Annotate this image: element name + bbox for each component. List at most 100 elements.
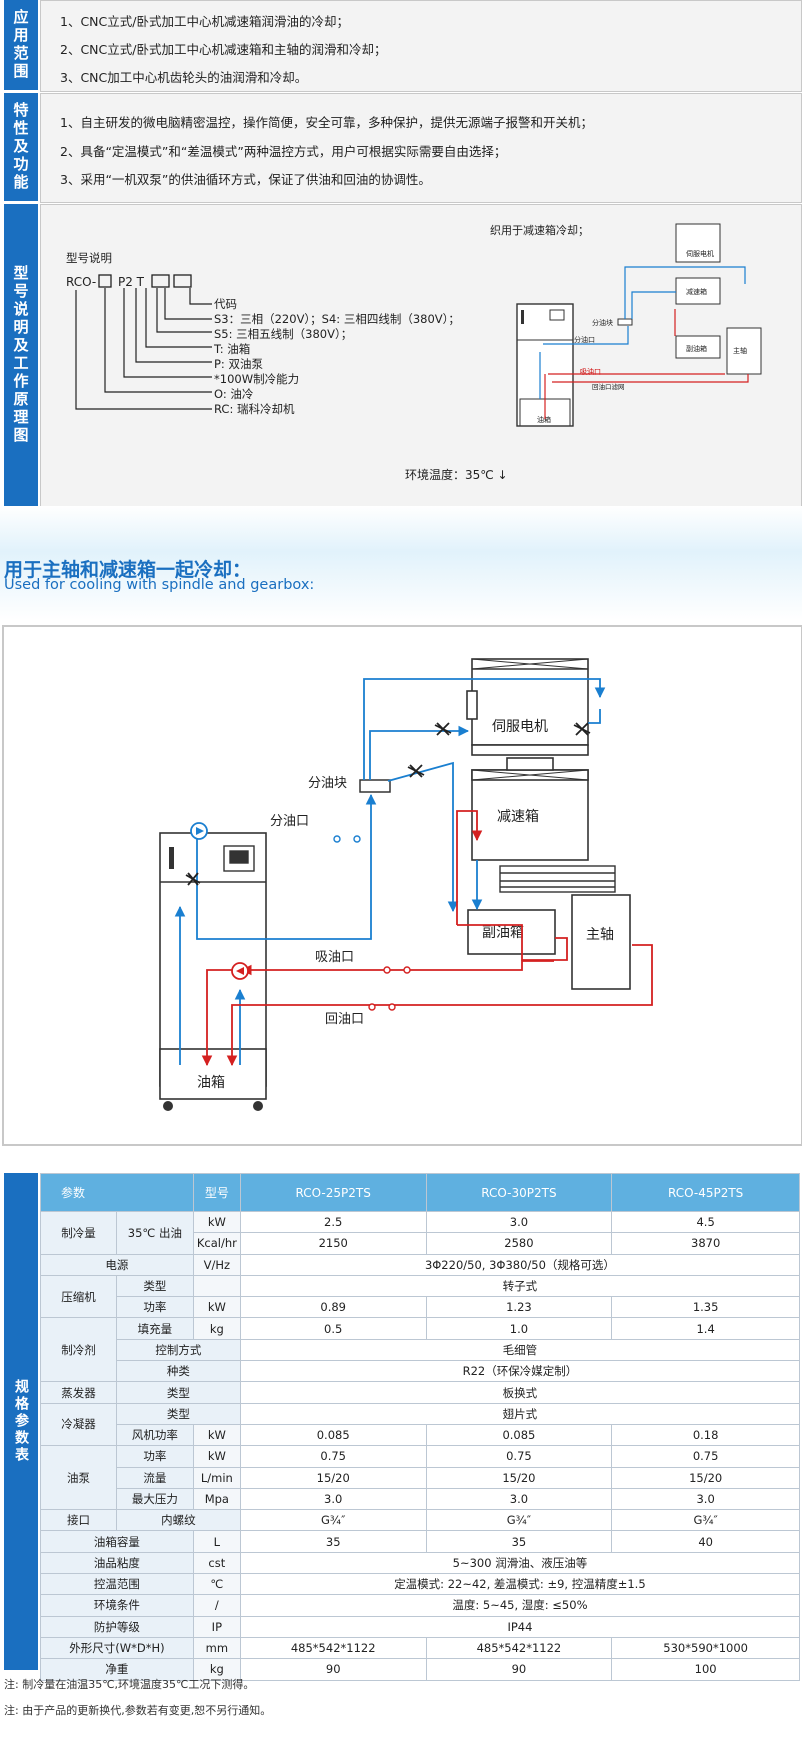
unit: cst	[192, 1551, 241, 1575]
cell: G¾″	[239, 1509, 427, 1532]
table-row: 接口 内螺纹 G¾″ G¾″ G¾″	[40, 1509, 800, 1532]
table-row: 功率 kW 0.89 1.23 1.35	[41, 1296, 800, 1319]
table-row: 最大压力 Mpa 3.0 3.0 3.0	[41, 1487, 800, 1511]
cell: 485*542*1122	[425, 1636, 613, 1660]
model-col-2: RCO-30P2TS	[425, 1173, 613, 1212]
cooling-cond: 35℃ 出油	[115, 1211, 194, 1255]
small-return-label: 回油口滤网	[592, 382, 625, 391]
tank-capacity-label: 油箱容量	[40, 1530, 194, 1553]
small-tank-label: 油箱	[537, 415, 551, 424]
cell: 5~300 润滑油、液压油等	[239, 1551, 801, 1575]
return-label: 回油口	[325, 1012, 364, 1027]
cell: 485*542*1122	[239, 1636, 427, 1660]
cell: 530*590*1000	[611, 1636, 800, 1660]
cell: 0.75	[611, 1445, 800, 1468]
unit: L/min	[192, 1466, 241, 1489]
features-panel	[40, 93, 802, 203]
cell: 90	[239, 1658, 427, 1681]
legend-line-4: T: 油箱	[213, 342, 250, 356]
cooling-label: 制冷量	[40, 1211, 117, 1255]
sub-label: 最大压力	[115, 1487, 194, 1511]
sub-label: 类型	[115, 1381, 241, 1404]
unit: kW	[192, 1445, 241, 1468]
table-row: 防护等级 IP IP44	[40, 1615, 801, 1638]
model-col-3: RCO-45P2TS	[611, 1173, 800, 1212]
chiller-display	[223, 845, 255, 872]
compressor-label: 压缩机	[40, 1274, 117, 1319]
port-label: 接口	[40, 1509, 117, 1532]
unit: /	[192, 1594, 241, 1617]
cell: 3.0	[425, 1210, 613, 1234]
servo-label: 伺服电机	[492, 719, 548, 735]
cell: 2150	[239, 1232, 427, 1255]
dimension-label: 外形尺寸(W*D*H)	[40, 1636, 194, 1660]
cell: 0.5	[239, 1317, 427, 1340]
cell: 2580	[425, 1232, 613, 1255]
legend-line-8: RC: 瑞科冷却机	[214, 402, 295, 416]
sub-label: 流量	[115, 1466, 194, 1489]
section-title: 应用范围	[11, 9, 30, 81]
cooling-diagram-frame	[2, 625, 802, 1146]
cell: G¾″	[611, 1509, 800, 1532]
cell: 定温模式: 22~42, 差温模式: ±9, 控温精度±1.5	[239, 1573, 801, 1596]
diagram-header-en: Used for cooling with spindle and gearbo…	[4, 577, 315, 593]
model-code-lines	[75, 288, 212, 410]
small-sub-tank-label: 副油箱	[686, 344, 707, 353]
application-line-1: 1、CNC立式/卧式加工中心机减速箱润滑油的冷却；	[60, 14, 349, 29]
unit: ℃	[192, 1573, 241, 1596]
unit: IP	[192, 1615, 241, 1638]
unit: V/Hz	[192, 1253, 241, 1276]
table-row: 风机功率 kW 0.085 0.085 0.18	[41, 1423, 800, 1447]
cell: 1.0	[425, 1317, 613, 1340]
spec-model-header: 型号	[192, 1173, 241, 1212]
table-row: 流量 L/min 15/20 15/20 15/20	[41, 1466, 800, 1489]
cell: G¾″	[425, 1509, 613, 1532]
small-servo-label: 伺服电机	[686, 249, 714, 258]
model-title: 型号说明	[66, 251, 112, 265]
model-code-prefix: RCO-	[66, 275, 96, 289]
spindle-head	[499, 865, 616, 893]
sub-label: 内螺纹	[115, 1509, 241, 1532]
cell: 15/20	[425, 1466, 613, 1489]
spec-table: 参数 型号 RCO-25P2TS RCO-30P2TS RCO-45P2TS 制…	[40, 1173, 801, 1681]
cell: 转子式	[239, 1274, 801, 1298]
spindle-label: 主轴	[586, 927, 614, 943]
small-outlet-label: 分油口	[574, 335, 595, 344]
unit: Mpa	[192, 1487, 241, 1511]
small-gearbox-label: 减速箱	[686, 287, 707, 296]
features-line-3: 3、采用“一机双泵”的供油循环方式，保证了供油和回油的协调性。	[60, 172, 431, 187]
cell: 3Φ220/50, 3Φ380/50（规格可选）	[239, 1253, 801, 1276]
table-row: 控制方式 毛细管	[41, 1338, 801, 1362]
table-row: 制冷量 35℃ 出油 kW 2.5 3.0 4.5	[40, 1210, 800, 1255]
section-label-model: 型号说明及工作原理图	[4, 204, 38, 506]
cell: 板换式	[239, 1381, 801, 1404]
viscosity-label: 油品粘度	[40, 1551, 194, 1575]
cell: 0.89	[239, 1296, 427, 1319]
cell: IP44	[239, 1615, 801, 1638]
suction-label: 吸油口	[315, 950, 354, 965]
cell: 1.35	[611, 1296, 800, 1319]
supply-lines	[174, 678, 606, 1065]
cell: 2.5	[239, 1210, 427, 1234]
cell: 1.23	[425, 1296, 613, 1319]
cell: 35	[239, 1530, 427, 1553]
spec-title: 规格参数表	[13, 1379, 29, 1464]
cell: 0.085	[425, 1423, 613, 1447]
cell: 90	[425, 1658, 613, 1681]
legend-line-3: S5: 三相五线制（380V）；	[214, 327, 352, 341]
cell: 35	[425, 1530, 613, 1553]
table-row: 电源 V/Hz 3Φ220/50, 3Φ380/50（规格可选）	[40, 1253, 801, 1276]
return-lines	[201, 810, 653, 1067]
small-splitter	[617, 318, 633, 326]
cell: 0.18	[611, 1423, 800, 1447]
servo-motor	[466, 658, 589, 756]
spec-header-row: 参数 型号 RCO-25P2TS RCO-30P2TS RCO-45P2TS	[40, 1173, 800, 1212]
condenser-label: 冷凝器	[40, 1402, 117, 1447]
splitter-block	[359, 779, 391, 793]
table-row: 环境条件 / 温度: 5~45, 湿度: ≤50%	[40, 1594, 801, 1617]
table-row: 种类 R22（环保冷媒定制）	[41, 1360, 801, 1383]
cell: 翅片式	[239, 1402, 801, 1425]
splitter-label: 分油块	[308, 776, 347, 791]
power-label: 电源	[40, 1253, 194, 1276]
section-title: 型号说明及工作原理图	[11, 265, 30, 445]
